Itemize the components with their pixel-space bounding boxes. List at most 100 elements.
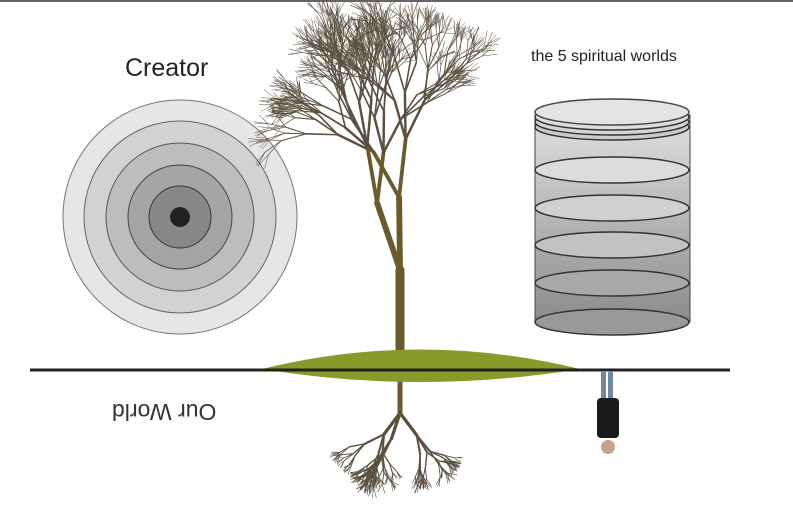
branch xyxy=(297,107,317,120)
branch xyxy=(343,453,354,461)
branch xyxy=(267,126,286,131)
branch xyxy=(248,139,263,143)
branch xyxy=(360,44,362,57)
branch xyxy=(339,63,353,76)
branch xyxy=(445,84,463,91)
branch xyxy=(354,52,366,58)
branch xyxy=(297,81,301,92)
branch xyxy=(361,478,363,490)
branch xyxy=(366,24,377,36)
branch xyxy=(456,62,464,76)
branch xyxy=(274,98,287,104)
branch xyxy=(399,35,412,60)
branch xyxy=(362,479,366,489)
branch xyxy=(389,32,400,43)
branch xyxy=(270,98,282,106)
branch xyxy=(314,76,325,87)
branch xyxy=(314,118,339,136)
branch xyxy=(349,472,360,475)
branch xyxy=(382,40,385,55)
branch xyxy=(457,75,467,83)
branch xyxy=(475,48,488,52)
branch xyxy=(329,37,333,70)
branch xyxy=(458,73,470,83)
branch xyxy=(376,54,381,71)
branch xyxy=(427,44,433,70)
branch xyxy=(334,454,343,461)
branch xyxy=(312,83,327,89)
branch xyxy=(280,86,290,95)
branch xyxy=(387,6,391,21)
branch xyxy=(357,72,364,95)
branch xyxy=(275,114,286,128)
branch xyxy=(387,39,391,54)
branch xyxy=(347,70,360,104)
branch xyxy=(332,454,341,461)
branch xyxy=(348,443,366,448)
branch xyxy=(356,470,360,479)
branch xyxy=(472,50,485,53)
branch xyxy=(464,62,478,76)
branch xyxy=(351,476,360,483)
branch xyxy=(389,30,393,43)
branch xyxy=(376,0,378,10)
branch xyxy=(300,27,311,43)
branch xyxy=(439,15,442,30)
branch xyxy=(449,64,456,76)
branch xyxy=(423,479,427,487)
branch xyxy=(281,117,296,127)
branch xyxy=(442,457,450,468)
branch xyxy=(458,79,472,83)
branch xyxy=(460,69,477,72)
branch xyxy=(449,466,452,476)
branch xyxy=(412,0,419,17)
our-world-label: Our World xyxy=(112,399,217,425)
branch xyxy=(386,52,390,70)
branch xyxy=(335,26,345,45)
branch xyxy=(313,32,324,52)
branch xyxy=(310,69,317,78)
branch xyxy=(438,67,450,83)
branch xyxy=(352,46,357,59)
branch xyxy=(315,52,329,63)
branch xyxy=(320,112,347,129)
branch xyxy=(351,472,360,477)
branch xyxy=(302,19,315,33)
branch xyxy=(256,137,269,139)
branch xyxy=(306,33,316,46)
branch xyxy=(441,41,445,57)
branch xyxy=(342,28,357,44)
branch xyxy=(426,89,447,104)
branch xyxy=(321,13,331,39)
branch xyxy=(304,25,309,41)
branch xyxy=(298,28,309,41)
branch xyxy=(384,476,388,485)
branch xyxy=(295,111,317,120)
branch xyxy=(457,30,470,37)
branch xyxy=(438,463,447,475)
branch xyxy=(295,74,310,78)
branch xyxy=(387,474,394,481)
branch xyxy=(282,100,299,108)
branch xyxy=(424,44,429,70)
branch xyxy=(484,30,488,47)
branch xyxy=(360,6,374,18)
branch xyxy=(465,50,483,60)
branch xyxy=(427,10,431,26)
branch xyxy=(411,20,419,30)
branch xyxy=(261,97,277,99)
branch xyxy=(307,101,324,115)
branch xyxy=(414,467,420,478)
branch xyxy=(398,411,419,438)
branch xyxy=(388,0,397,8)
branch xyxy=(441,51,456,58)
branch xyxy=(448,52,459,64)
branch xyxy=(335,25,339,45)
branch xyxy=(300,64,315,67)
branch xyxy=(381,451,385,468)
branch xyxy=(273,105,284,112)
branch xyxy=(372,457,383,474)
branch xyxy=(311,66,327,78)
branch xyxy=(375,477,379,486)
branch xyxy=(296,46,311,50)
